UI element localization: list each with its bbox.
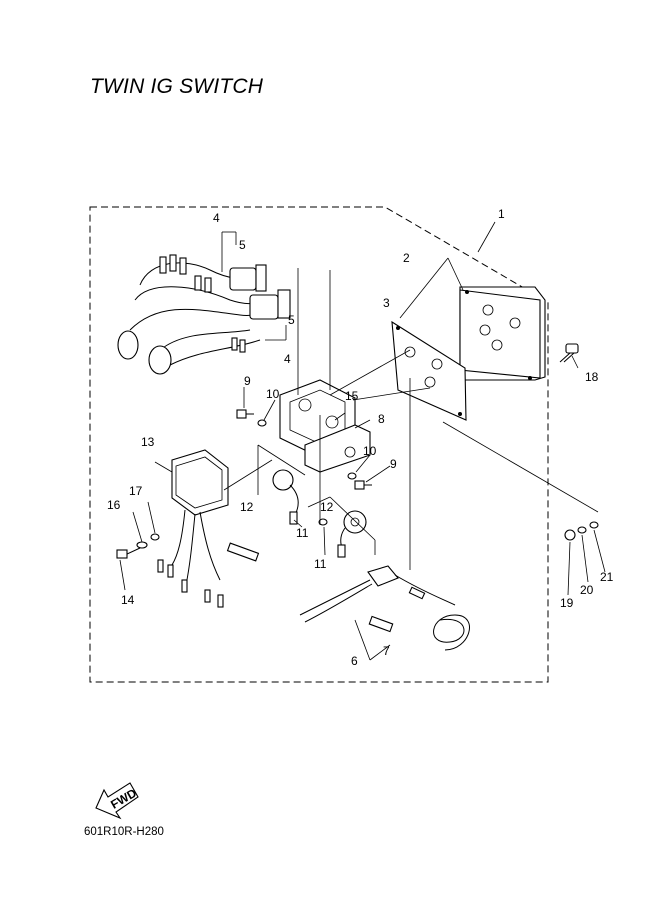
diagram-title: TWIN IG SWITCH [90, 75, 264, 98]
screw-18 [559, 343, 579, 363]
callout-19: 19 [560, 596, 574, 610]
washer-16 [136, 541, 148, 549]
callout-5b: 5 [288, 313, 295, 327]
callout-4b: 4 [284, 352, 291, 366]
control-unit [157, 449, 260, 608]
callout-9b: 9 [390, 457, 397, 471]
callout-16: 16 [107, 498, 121, 512]
callout-3: 3 [383, 296, 390, 310]
callout-21: 21 [600, 570, 614, 584]
screw-14 [116, 547, 141, 559]
leader-lines [119, 221, 606, 661]
callout-11a: 11 [296, 526, 309, 540]
gasket-plate [391, 320, 467, 421]
callout-14: 14 [121, 593, 135, 607]
callout-15: 15 [345, 389, 359, 403]
washer-10-lower [347, 472, 357, 480]
callout-7: 7 [383, 644, 390, 658]
switch-12-upper [272, 469, 299, 525]
assembly-boundary [89, 206, 549, 683]
callout-6: 6 [351, 654, 358, 668]
wiring-harness [117, 231, 291, 375]
washer-10-upper [257, 419, 267, 427]
washer-17 [150, 533, 160, 541]
callout-10a: 10 [266, 387, 280, 401]
callout-11b: 11 [314, 557, 327, 571]
nut-19 [564, 529, 576, 541]
callout-9a: 9 [244, 374, 251, 388]
callout-12b: 12 [320, 500, 334, 514]
washer-20 [577, 526, 587, 534]
callout-13: 13 [141, 435, 155, 449]
callout-8: 8 [378, 412, 385, 426]
callout-20: 20 [580, 583, 594, 597]
diagram-code: 601R10R-H280 [84, 826, 164, 838]
callout-10b: 10 [363, 444, 377, 458]
callout-12a: 12 [240, 500, 254, 514]
kill-switch [299, 565, 470, 651]
fwd-arrow-icon: FWD [95, 782, 139, 820]
fwd-label: FWD [108, 786, 139, 812]
screw-9-lower [354, 480, 372, 490]
callout-4a: 4 [213, 211, 220, 225]
callouts: 1 2 3 4 5 5 4 9 10 15 8 10 9 13 17 16 14… [107, 207, 614, 668]
callout-5a: 5 [239, 238, 246, 252]
washer-21 [589, 521, 599, 529]
screw-9-upper [236, 409, 254, 419]
callout-18: 18 [585, 370, 599, 384]
nut-11 [318, 518, 328, 526]
callout-1: 1 [498, 207, 505, 221]
callout-2: 2 [403, 251, 410, 265]
panel-plate [459, 286, 546, 381]
callout-17: 17 [129, 484, 143, 498]
switch-12-lower [337, 510, 367, 558]
